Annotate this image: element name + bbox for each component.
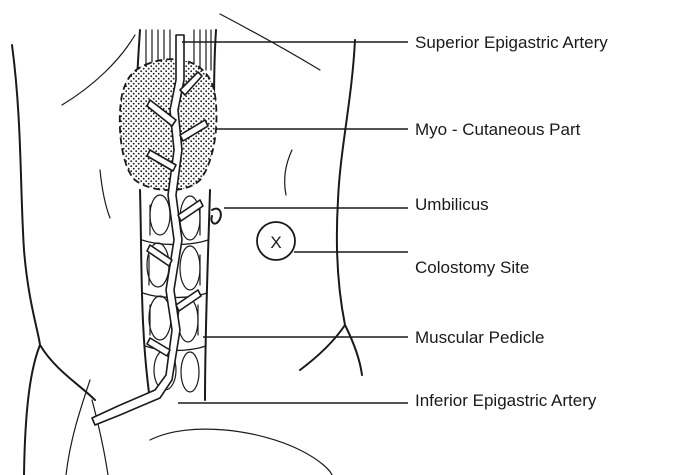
label-umbilicus: Umbilicus: [415, 195, 489, 214]
label-colostomy-site: Colostomy Site: [415, 258, 529, 277]
umbilicus-mark: [211, 209, 220, 224]
labels: Superior Epigastric Artery Myo - Cutaneo…: [415, 33, 608, 410]
label-muscular-pedicle: Muscular Pedicle: [415, 328, 544, 347]
colostomy-site: X: [257, 222, 295, 260]
label-superior-epigastric-artery: Superior Epigastric Artery: [415, 33, 608, 52]
label-myo-cutaneous-part: Myo - Cutaneous Part: [415, 120, 581, 139]
label-inferior-epigastric-artery: Inferior Epigastric Artery: [415, 391, 597, 410]
colostomy-mark: X: [270, 233, 281, 252]
